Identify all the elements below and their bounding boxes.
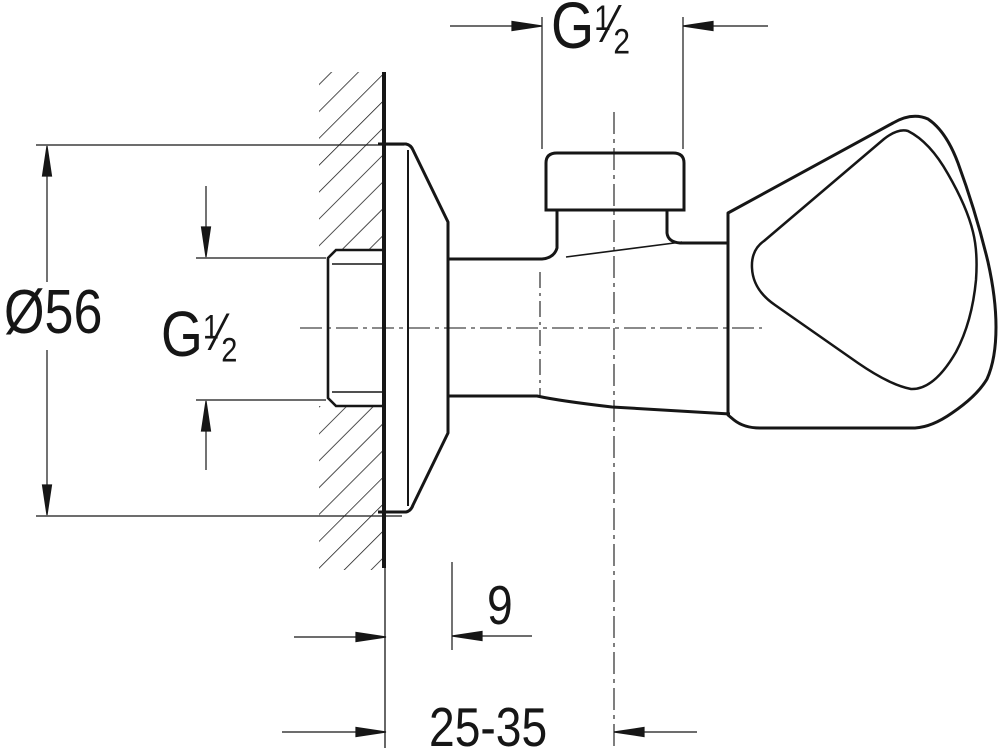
dim-flange-diameter [36,144,404,517]
handle [726,114,998,430]
flange-diameter-label: Ø56 [4,282,102,344]
diameter-symbol: Ø [4,278,45,347]
range-value: 25-35 [429,696,548,751]
thread-denominator: 2 [613,21,630,62]
dimension-arrow [613,726,645,738]
thread-numerator: 1 [202,308,219,347]
dimension-arrow [355,726,387,738]
dim-outlet-thread [450,17,768,149]
wall-range-label: 25-35 [429,700,547,751]
thread-denominator: 2 [221,331,238,370]
outlet-nut [544,151,686,212]
outlet-thread-label: G1⁄2 [551,0,630,60]
inlet-thread-label: G1⁄2 [161,302,237,368]
handle-outline [726,114,998,430]
centerlines [300,112,762,748]
fraction-slash: ⁄ [608,0,616,54]
dim-wall-range [282,726,697,738]
wall-hatching [319,72,383,570]
depth-value: 9 [487,574,513,636]
dimension-arrow [511,20,543,32]
body-shoulder-line [565,241,683,258]
dim-inlet-thread [196,186,326,470]
body-top-edge-left [448,211,559,261]
wall-hatch-upper [319,72,383,250]
dimension-arrow [41,145,53,177]
thread-numerator: 1 [594,0,611,39]
thread-prefix: G [551,0,595,62]
body-bottom-edge [448,394,731,416]
flange-depth-label: 9 [487,578,513,633]
dimension-arrow [200,226,212,258]
dimension-arrow [200,400,212,432]
thread-prefix: G [161,298,203,370]
dimension-arrow [355,631,387,643]
outlet-nut-outline [544,151,686,212]
dimension-arrow [451,630,483,642]
dimension-arrow [682,20,714,32]
valve-body-outline [448,210,731,416]
dimension-arrow [41,484,53,516]
diameter-value: 56 [44,278,103,347]
dim-flange-depth [294,562,532,650]
body-top-edge-right [665,210,728,245]
handle-face-curve [750,129,978,391]
fraction-slash: ⁄ [216,302,224,362]
wall-hatch-lower [319,406,383,570]
